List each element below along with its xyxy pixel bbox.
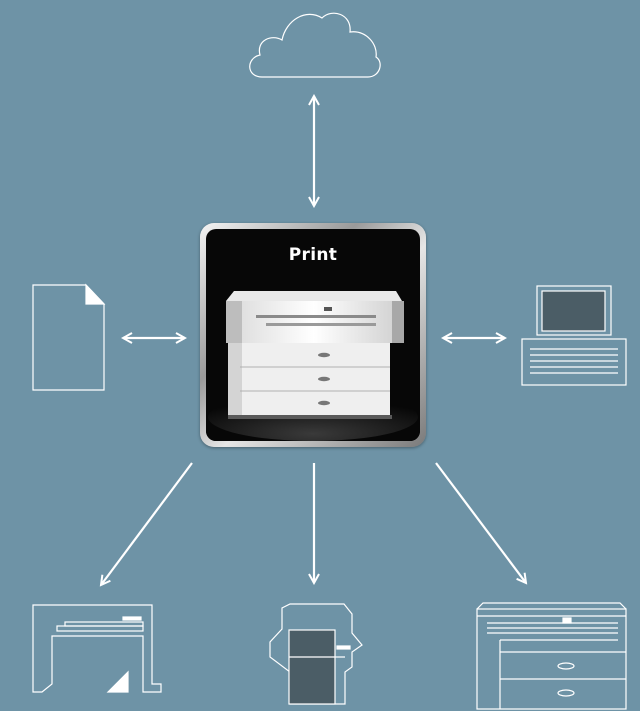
arrow-print-plotter <box>101 462 193 585</box>
print-card: Print <box>200 223 426 447</box>
computer-terminal-icon <box>521 285 627 386</box>
large-format-printer-icon <box>476 602 627 710</box>
folder-finisher-icon <box>269 603 363 705</box>
arrow-print-printer <box>435 462 526 583</box>
printer-photo <box>206 279 420 441</box>
print-card-inner: Print <box>206 229 420 441</box>
document-icon <box>32 283 106 391</box>
cloud-icon <box>249 12 381 78</box>
print-label: Print <box>288 245 338 265</box>
wide-format-plotter-icon <box>32 604 162 693</box>
